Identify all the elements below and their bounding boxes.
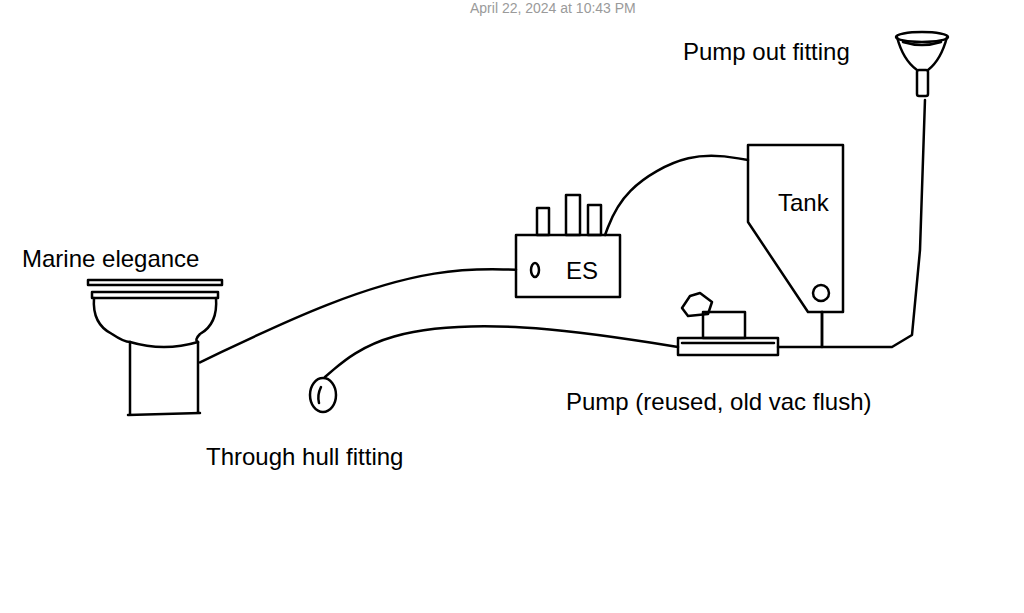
pump-base [678,338,778,355]
node-outline [678,292,778,355]
es-unit: ES [516,235,620,297]
inlet-port [531,263,539,277]
es-box [516,235,620,297]
funnel-cone [897,37,947,70]
funnel-rim [896,32,948,42]
pump-handle [682,293,712,316]
base-line [682,342,774,345]
node-outline [309,377,337,413]
tank-outlet [813,285,829,301]
pump-motor [703,312,745,338]
pump-out-fitting: Pump out fitting [895,30,950,100]
toilet: Marine elegance [88,280,222,415]
part-label: Pump out fitting [683,38,850,66]
node-outline [895,30,950,100]
through-hull: Through hull fitting [309,377,337,413]
hose-line [325,326,678,377]
port-stub [537,208,549,235]
funnel-inner [903,42,941,45]
through-hull-fitting [310,378,336,412]
node-outline [748,145,843,312]
fitting-tube [917,70,928,96]
fitting-inner [318,387,321,403]
toilet-pedestal [128,342,200,415]
port-stub [566,195,580,235]
hose-line [778,312,822,347]
part-label: Marine elegance [22,245,199,273]
port-stub [588,205,601,235]
part-label: Pump (reused, old vac flush) [566,388,871,416]
node-text: ES [566,257,598,285]
toilet-lid [88,280,222,285]
timestamp-label: April 22, 2024 at 10:43 PM [470,0,636,16]
tank-outline [748,145,843,312]
bowl-base [130,342,198,347]
hose-line [605,156,748,235]
part-label: Through hull fitting [206,443,403,471]
hose-line [200,269,516,362]
toilet-seat [92,292,218,298]
node-outline [88,280,222,415]
node-text: Tank [778,189,829,217]
toilet-bowl [94,298,216,342]
holding-tank: Tank [748,145,843,312]
hose-line [822,100,925,347]
pump: Pump (reused, old vac flush) [678,292,778,355]
